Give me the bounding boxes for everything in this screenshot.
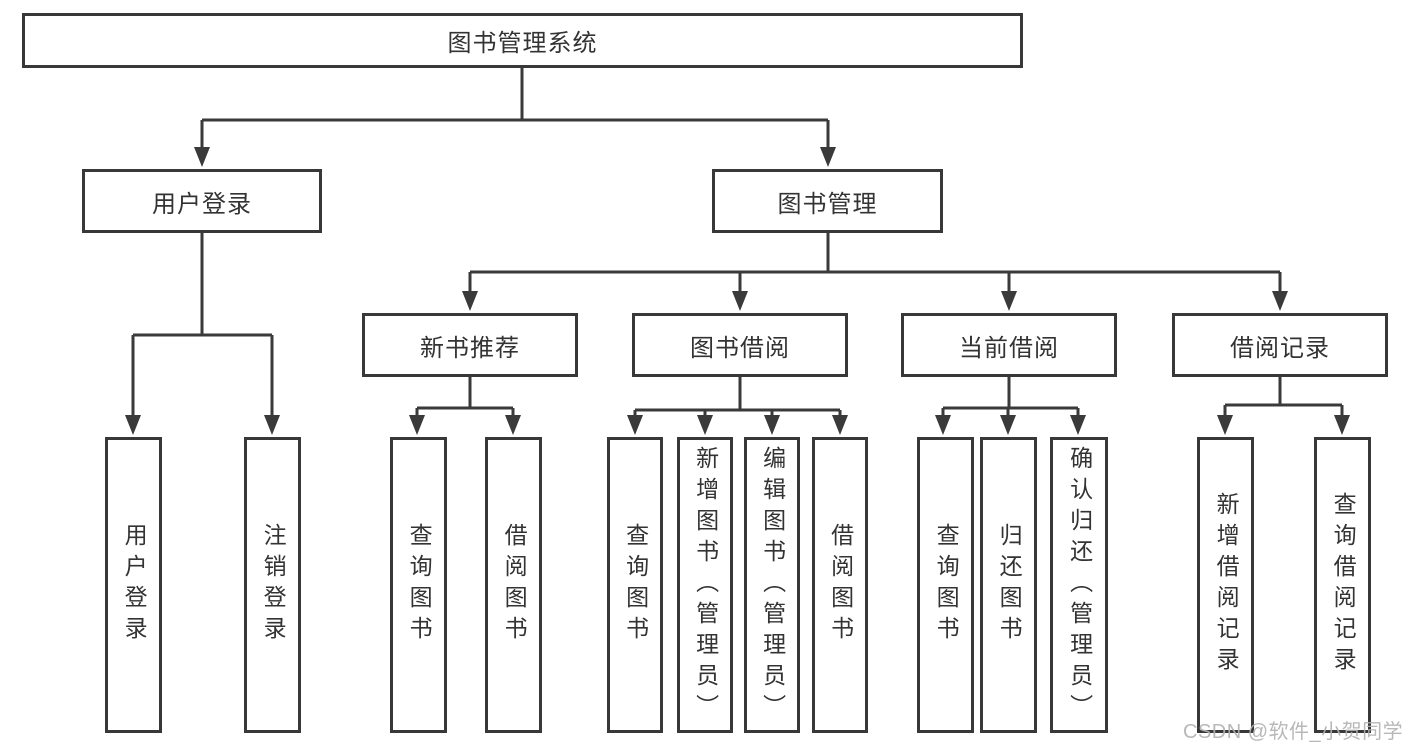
leaf-user-login: 用户登录 [105,437,162,733]
leaf-query-books-borrowing-label: 查询图书 [622,523,649,647]
connector-root-to-level2 [194,68,836,167]
leaf-add-books-admin-label: 新增图书（管理员） [692,445,719,725]
leaf-return-books: 归还图书 [980,437,1037,733]
leaf-logout: 注销登录 [244,437,301,733]
leaf-edit-books-admin: 编辑图书（管理员） [744,437,800,733]
leaf-confirm-return-admin: 确认归还（管理员） [1050,437,1108,733]
csdn-watermark: CSDN @软件_小贺同学 [1183,721,1404,743]
leaf-query-borrow-record: 查询借阅记录 [1314,437,1371,733]
leaf-borrow-books: 借阅图书 [812,437,868,733]
leaf-return-books-label: 归还图书 [996,523,1023,647]
connector-book-management-to-level3 [462,233,1288,311]
leaf-confirm-return-admin-label: 确认归还（管理员） [1066,445,1093,725]
leaf-borrow-books-recommend-label: 借阅图书 [501,523,528,647]
connector-recommend-to-leaves [409,377,521,435]
node-book-borrowing: 图书借阅 [632,313,848,377]
leaf-query-books-current-label: 查询图书 [933,523,960,647]
connector-records-to-leaves [1217,377,1350,435]
node-user-login: 用户登录 [82,169,322,233]
leaf-query-books-current: 查询图书 [917,437,974,733]
node-new-book-recommend: 新书推荐 [362,313,578,377]
leaf-add-borrow-record-label: 新增借阅记录 [1213,492,1240,678]
leaf-user-login-label: 用户登录 [121,523,148,647]
leaf-edit-books-admin-label: 编辑图书（管理员） [759,445,786,725]
leaf-query-books-recommend-label: 查询图书 [406,523,433,647]
node-borrowing-records: 借阅记录 [1172,313,1388,377]
node-book-management: 图书管理 [712,169,943,233]
leaf-query-books-recommend: 查询图书 [390,437,447,733]
leaf-query-borrow-record-label: 查询借阅记录 [1330,492,1357,678]
node-root-library-system: 图书管理系统 [22,13,1023,68]
leaf-borrow-books-recommend: 借阅图书 [485,437,542,733]
leaf-borrow-books-label: 借阅图书 [827,523,854,647]
connector-user-login-to-leaves [125,233,280,435]
connector-current-to-leaves [935,377,1086,435]
leaf-logout-label: 注销登录 [260,523,287,647]
leaf-add-books-admin: 新增图书（管理员） [677,437,733,733]
leaf-add-borrow-record: 新增借阅记录 [1197,437,1254,733]
connector-borrowing-to-leaves [627,377,848,435]
node-current-borrowing: 当前借阅 [901,313,1117,377]
leaf-query-books-borrowing: 查询图书 [607,437,663,733]
